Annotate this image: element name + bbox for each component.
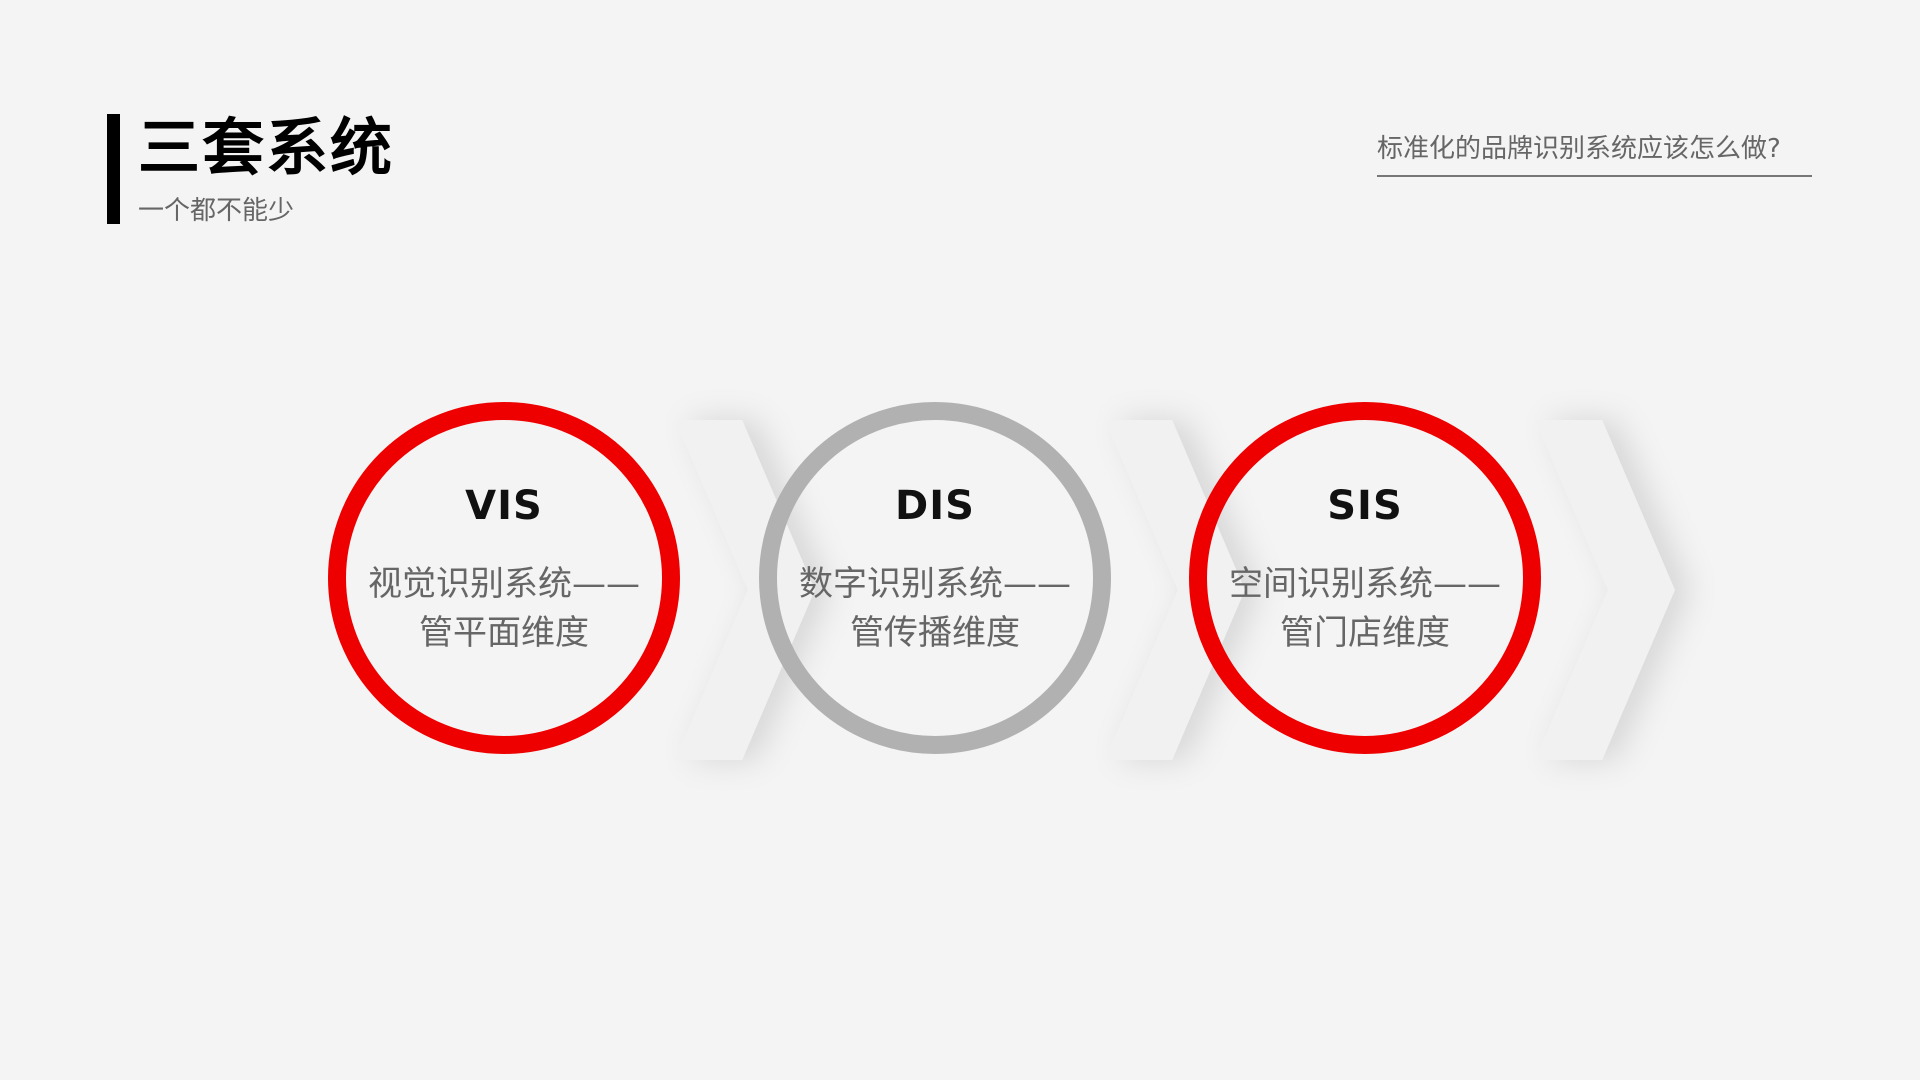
page-title: 三套系统: [138, 111, 395, 184]
node-desc-line1: 空间识别系统——: [1229, 564, 1501, 604]
node-description: 空间识别系统—— 管门店维度: [1165, 560, 1565, 658]
node-desc-line2: 管平面维度: [419, 613, 589, 653]
node-desc-line2: 管传播维度: [850, 613, 1020, 653]
node-vis: VIS 视觉识别系统—— 管平面维度: [304, 402, 704, 754]
title-accent-bar: [107, 114, 120, 224]
node-abbr: DIS: [895, 483, 975, 529]
node-desc-line1: 视觉识别系统——: [368, 564, 640, 604]
node-abbr: VIS: [465, 483, 543, 529]
node-abbr: SIS: [1327, 483, 1403, 529]
node-desc-line2: 管门店维度: [1280, 613, 1450, 653]
node-dis: DIS 数字识别系统—— 管传播维度: [735, 402, 1135, 754]
node-desc-line1: 数字识别系统——: [799, 564, 1071, 604]
node-description: 数字识别系统—— 管传播维度: [735, 560, 1135, 658]
chevron-arrow-icon-3: [1535, 420, 1675, 760]
node-sis: SIS 空间识别系统—— 管门店维度: [1165, 402, 1565, 754]
node-description: 视觉识别系统—— 管平面维度: [304, 560, 704, 658]
top-right-link[interactable]: 标准化的品牌识别系统应该怎么做?: [1377, 134, 1812, 178]
page-subtitle: 一个都不能少: [138, 196, 295, 226]
